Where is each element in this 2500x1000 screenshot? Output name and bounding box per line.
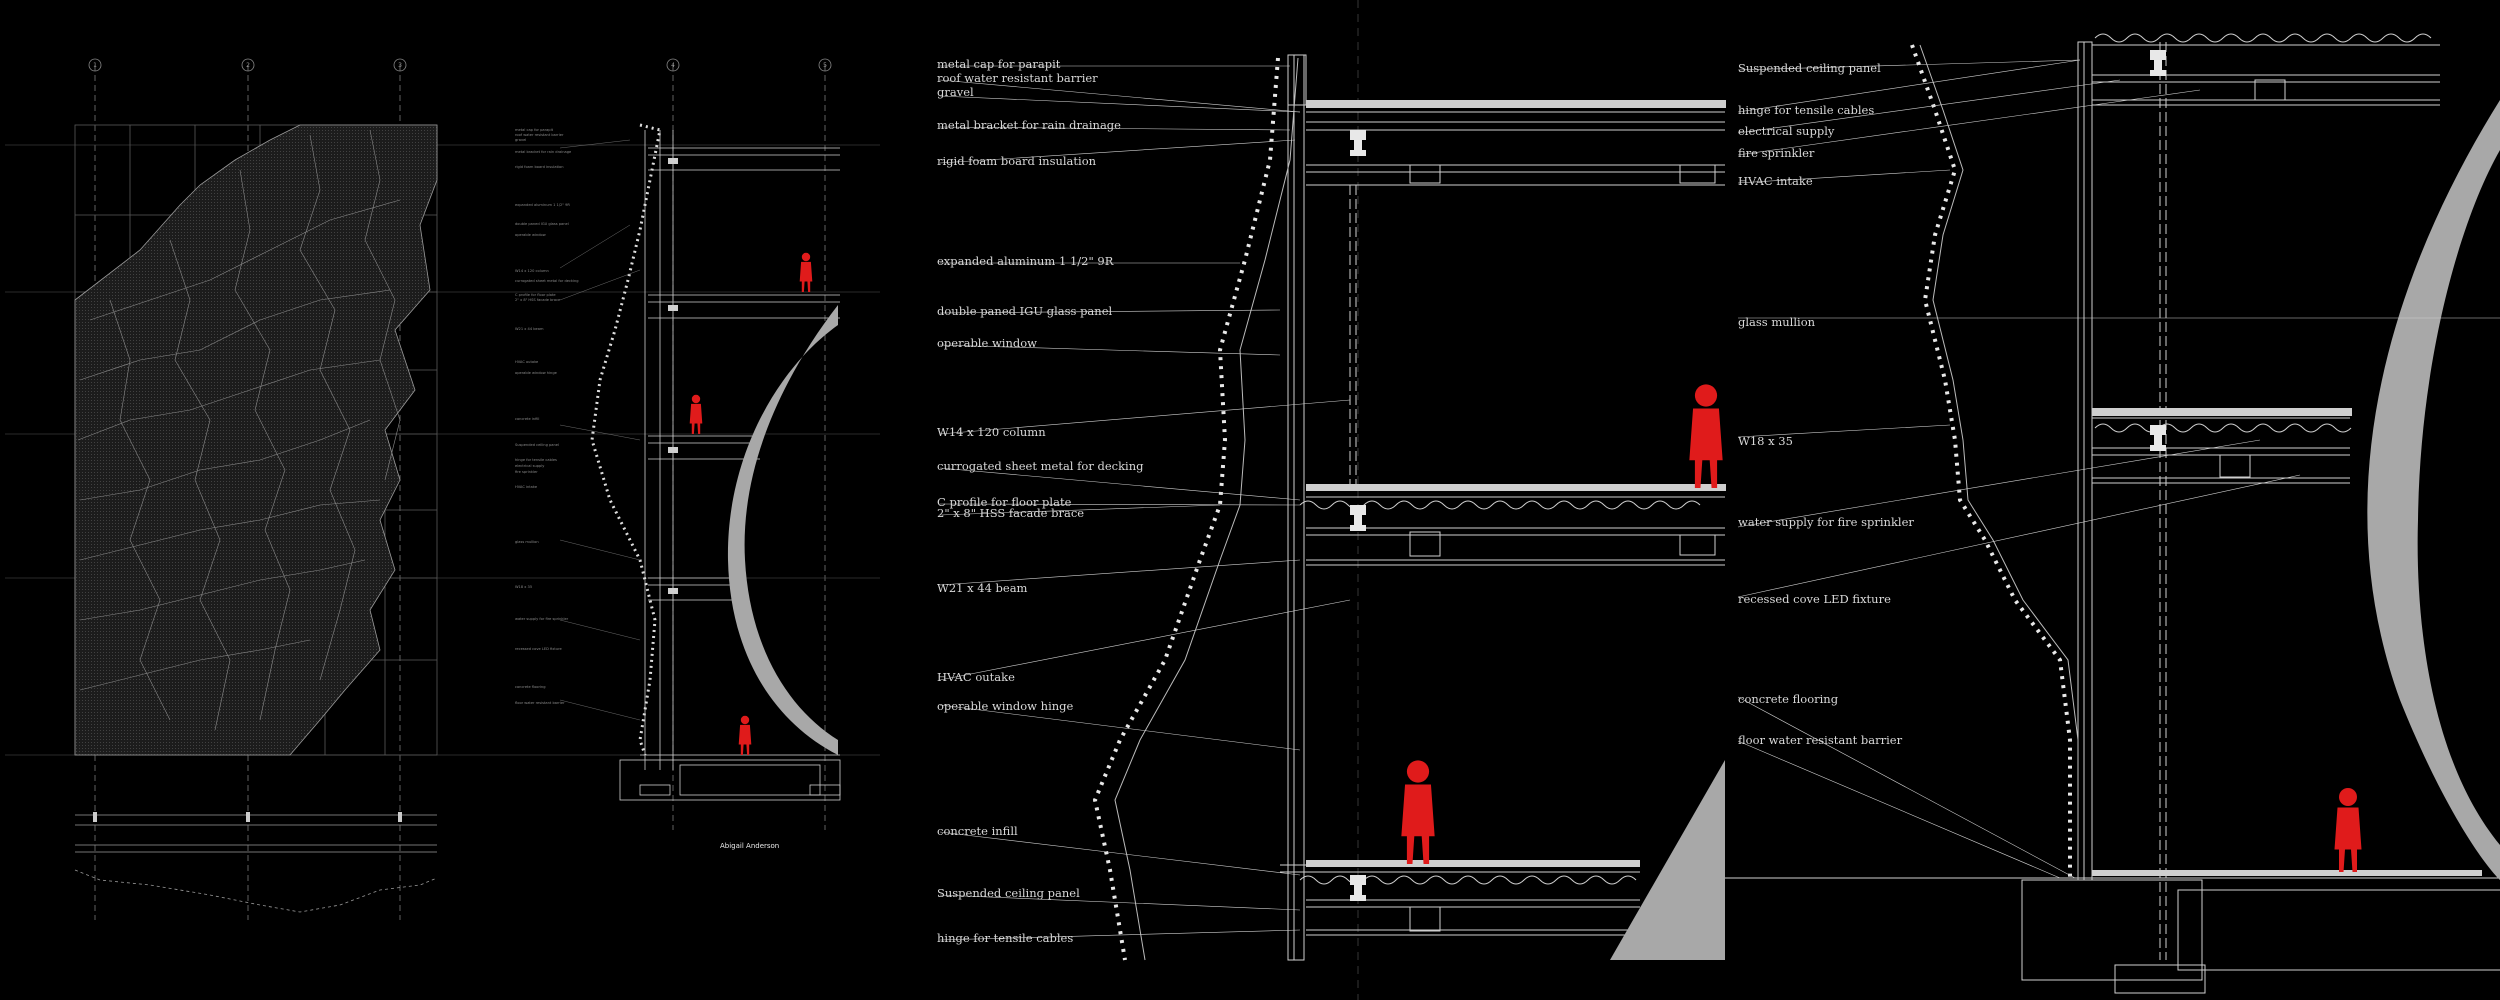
- detail-a-callout: operable window: [937, 336, 1037, 350]
- grid-bubble-label: 4: [671, 62, 675, 69]
- detail-b-callout: W18 x 35: [1738, 434, 1793, 448]
- grid-bubble-label: 1: [93, 62, 97, 69]
- author-name: Abigail Anderson: [720, 842, 779, 850]
- detail-a-callout: concrete infill: [937, 824, 1018, 838]
- overview-callout: Suspended ceiling panel: [515, 443, 559, 447]
- detail-section-a: metal cap for parapit roof water resista…: [937, 0, 1726, 1000]
- detail-a-callout: 2" x 8" HSS facade brace: [937, 506, 1084, 520]
- grid-bubble: [241, 58, 255, 72]
- detail-b-callout: fire sprinkler: [1738, 146, 1815, 160]
- detail-b-callout: water supply for fire sprinkler: [1738, 515, 1914, 529]
- grid-bubble-label: 3: [398, 62, 402, 69]
- overview-callout: operable window: [515, 233, 546, 237]
- overview-callout: recessed cove LED fixture: [515, 647, 562, 651]
- overview-callout: 2" x 8" HSS facade brace: [515, 298, 561, 302]
- detail-b-callout: floor water resistant barrier: [1738, 733, 1903, 747]
- overview-callout: electrical supply: [515, 464, 545, 468]
- detail-a-callout: W21 x 44 beam: [937, 581, 1028, 595]
- overview-callout: W14 x 120 column: [515, 269, 549, 273]
- detail-a-callout: gravel: [937, 85, 974, 99]
- detail-a-callout: W14 x 120 column: [937, 425, 1046, 439]
- overview-callout: floor water resistant barrier: [515, 701, 565, 705]
- overview-callout: W18 x 35: [515, 585, 532, 589]
- overview-callout: rigid foam board insulation: [515, 165, 564, 169]
- grid-bubble-label: 2: [246, 62, 250, 69]
- overview-callout: HVAC outake: [515, 360, 539, 364]
- overview-callout: expanded aluminum 1 1/2" 9R: [515, 203, 570, 207]
- overview-callout: operable window hinge: [515, 371, 558, 375]
- grid-bubble: [666, 58, 680, 72]
- detail-a-callout: metal cap for parapit: [937, 57, 1061, 71]
- overview-callout: HVAC intake: [515, 485, 538, 489]
- title-block: Abigail Anderson: [720, 842, 779, 850]
- overview-callout: double paned IGU glass panel: [515, 222, 569, 226]
- detail-a-callouts: metal cap for parapit roof water resista…: [937, 57, 1144, 945]
- detail-b-callout: hinge for tensile cables: [1738, 103, 1874, 117]
- overview-callout: currogated sheet metal for decking: [515, 279, 579, 283]
- overview-callout: gravel: [515, 138, 526, 142]
- grid-bubbles: [88, 58, 832, 72]
- detail-b-callout: glass mullion: [1738, 315, 1816, 329]
- detail-a-callout: hinge for tensile cables: [937, 931, 1073, 945]
- grid-bubble-label: 5: [823, 62, 827, 69]
- detail-b-callout: electrical supply: [1738, 124, 1835, 138]
- grid-bubble: [393, 58, 407, 72]
- overview-callout: glass mullion: [515, 540, 539, 544]
- overview-callout: C profile for floor plate: [515, 293, 556, 297]
- detail-section-b: Suspended ceiling panel hinge for tensil…: [1725, 33, 2500, 994]
- detail-b-callout: concrete flooring: [1738, 692, 1839, 706]
- overview-callout: water supply for fire sprinkler: [515, 617, 569, 621]
- detail-b-callout: recessed cove LED fixture: [1738, 592, 1891, 606]
- grid-bubble: [88, 58, 102, 72]
- detail-a-callout: Suspended ceiling panel: [937, 886, 1080, 900]
- overview-callout: metal cap for parapit: [515, 128, 554, 132]
- overview-callout: concrete infill: [515, 417, 539, 421]
- detail-a-callout: C profile for floor plate: [937, 495, 1072, 509]
- detail-a-callout: metal bracket for rain drainage: [937, 118, 1121, 132]
- detail-a-callout: double paned IGU glass panel: [937, 304, 1113, 318]
- elevation-drawing: 1 2 3 4 5: [5, 58, 880, 920]
- overview-callout: fire sprinkler: [515, 470, 538, 474]
- detail-b-callouts: Suspended ceiling panel hinge for tensil…: [1738, 61, 1914, 747]
- detail-a-callout: rigid foam board insulation: [937, 154, 1097, 168]
- grid-bubble: [818, 58, 832, 72]
- detail-a-callout: operable window hinge: [937, 699, 1074, 713]
- overview-callout: hinge for tensile cables: [515, 458, 557, 462]
- detail-a-callout: currogated sheet metal for decking: [937, 459, 1144, 473]
- detail-b-callout: Suspended ceiling panel: [1738, 61, 1881, 75]
- overview-callout: W21 x 44 beam: [515, 327, 544, 331]
- overview-section: metal cap for parapit roof water resista…: [515, 123, 841, 850]
- detail-b-callout: HVAC intake: [1738, 174, 1813, 188]
- detail-a-callout: HVAC outake: [937, 670, 1015, 684]
- detail-a-callout: expanded aluminum 1 1/2" 9R: [937, 254, 1114, 268]
- overview-callout: roof water resistant barrier: [515, 133, 564, 137]
- detail-a-callout: roof water resistant barrier: [937, 71, 1098, 85]
- overview-callout: metal bracket for rain drainage: [515, 150, 572, 154]
- overview-callout: concrete flooring: [515, 685, 546, 689]
- overview-callouts: metal cap for parapit roof water resista…: [515, 128, 579, 705]
